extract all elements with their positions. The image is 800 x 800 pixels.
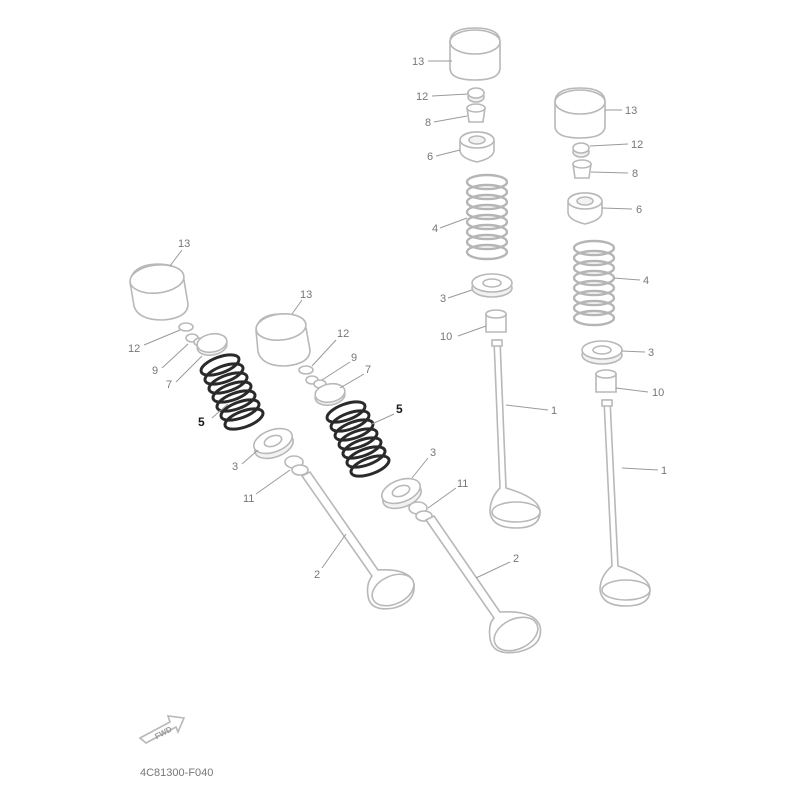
callout-8-upright-b: 8 bbox=[632, 168, 638, 180]
callout-11-angled-b: 11 bbox=[457, 478, 468, 490]
spring-4-upright-b bbox=[572, 239, 616, 327]
callout-12-upright-b: 12 bbox=[631, 139, 643, 151]
valve-assembly-angled-b: 13 12 9 7 5 3 11 2 bbox=[255, 289, 542, 654]
seat-3-angled-a bbox=[253, 427, 294, 460]
shim-12-angled-a bbox=[178, 322, 194, 332]
callout-13-angled-b: 13 bbox=[300, 289, 312, 301]
callout-10-upright-a: 10 bbox=[440, 331, 452, 343]
callout-11-angled-a: 11 bbox=[243, 493, 254, 505]
tappet-13-upright-a bbox=[449, 27, 501, 81]
callout-7-angled-a: 7 bbox=[166, 379, 172, 391]
spring-5-angled-b bbox=[325, 400, 391, 478]
callout-13-angled-a: 13 bbox=[178, 238, 190, 250]
callout-9-angled-a: 9 bbox=[152, 365, 158, 377]
callout-1-upright-a: 1 bbox=[551, 405, 557, 417]
callout-12-upright-a: 12 bbox=[416, 91, 428, 103]
valve-1-upright-a bbox=[489, 339, 541, 529]
seat-3-angled-b bbox=[381, 477, 422, 510]
keeper-9-angled-b bbox=[305, 375, 327, 389]
retainer-6-upright-a bbox=[459, 131, 495, 163]
callout-13-upright-a: 13 bbox=[412, 56, 424, 68]
callout-2-angled-b: 2 bbox=[513, 553, 519, 565]
callout-7-angled-b: 7 bbox=[365, 364, 371, 376]
tappet-13-angled-a bbox=[129, 263, 189, 321]
shim-12-upright-b bbox=[572, 142, 590, 158]
callout-4-upright-a: 4 bbox=[432, 223, 438, 235]
tappet-13-angled-b bbox=[255, 313, 311, 367]
callout-6-upright-b: 6 bbox=[636, 204, 642, 216]
shim-12-upright-a bbox=[467, 87, 485, 103]
callout-8-upright-a: 8 bbox=[425, 117, 431, 129]
drawing-code: 4C81300-F040 bbox=[140, 767, 213, 779]
valve-2-angled-b bbox=[424, 514, 542, 654]
callout-5-angled-a: 5 bbox=[198, 415, 205, 429]
forward-direction-arrow-icon: FWD bbox=[138, 715, 186, 744]
callout-12-angled-a: 12 bbox=[128, 343, 140, 355]
tappet-13-upright-b bbox=[554, 87, 606, 139]
callout-3-angled-a: 3 bbox=[232, 461, 238, 473]
valve-assembly-upright-a: 13 12 8 6 4 3 10 1 bbox=[412, 27, 557, 529]
valve-1-upright-b bbox=[599, 399, 651, 607]
seat-3-upright-a bbox=[471, 273, 513, 298]
callout-10-upright-b: 10 bbox=[652, 387, 664, 399]
callout-2-angled-a: 2 bbox=[314, 569, 320, 581]
retainer-7-angled-a bbox=[196, 332, 228, 357]
valve-assembly-angled-a: 13 12 9 7 5 3 11 2 bbox=[128, 238, 415, 610]
retainer-6-upright-b bbox=[567, 192, 603, 225]
callout-13-upright-b: 13 bbox=[625, 105, 637, 117]
seal-10-upright-b bbox=[595, 369, 617, 393]
spring-4-upright-a bbox=[465, 173, 509, 261]
valve-2-angled-a bbox=[300, 470, 415, 610]
callout-4-upright-b: 4 bbox=[643, 275, 649, 287]
callout-9-angled-b: 9 bbox=[351, 352, 357, 364]
retainer-7-angled-b bbox=[314, 382, 346, 407]
spring-5-angled-a bbox=[199, 353, 265, 431]
callout-5-angled-b: 5 bbox=[396, 402, 403, 416]
valve-assembly-upright-b: 13 12 8 6 4 3 10 1 bbox=[554, 87, 667, 607]
seat-3-upright-b bbox=[581, 340, 623, 365]
seal-10-upright-a bbox=[485, 309, 507, 333]
shim-12-angled-b bbox=[298, 365, 314, 375]
seal-11-angled-a bbox=[284, 455, 309, 476]
callout-3-angled-b: 3 bbox=[430, 447, 436, 459]
callout-3-upright-b: 3 bbox=[648, 347, 654, 359]
callout-3-upright-a: 3 bbox=[440, 293, 446, 305]
keeper-8-upright-a bbox=[466, 103, 486, 123]
callout-6-upright-a: 6 bbox=[427, 151, 433, 163]
callout-12-angled-b: 12 bbox=[337, 328, 349, 340]
callout-1-upright-b: 1 bbox=[661, 465, 667, 477]
keeper-8-upright-b bbox=[572, 159, 592, 179]
